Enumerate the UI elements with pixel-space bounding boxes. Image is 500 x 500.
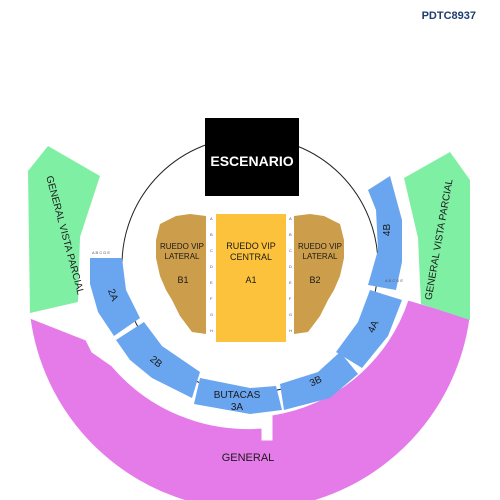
section-4a[interactable] xyxy=(336,290,402,368)
svg-text:G: G xyxy=(289,312,292,317)
ruedo-central-line2: CENTRAL xyxy=(230,252,272,262)
section-3a-label-line2: 3A xyxy=(231,402,244,413)
ruedo-lateral-right-line1: RUEDO VIP xyxy=(298,242,342,251)
general-label: GENERAL xyxy=(222,452,275,464)
svg-text:C: C xyxy=(289,248,292,253)
svg-text:G: G xyxy=(210,312,213,317)
section-3b-label: 3B xyxy=(308,374,324,389)
svg-text:H: H xyxy=(289,328,292,333)
section-3b[interactable] xyxy=(280,352,358,410)
stage-block xyxy=(205,118,299,196)
section-ruedo-vip-lateral-right[interactable] xyxy=(294,214,344,334)
section-general[interactable] xyxy=(29,299,471,500)
svg-text:E: E xyxy=(289,280,292,285)
section-ruedo-vip-central[interactable] xyxy=(216,214,286,342)
section-4b-label: 4B xyxy=(382,224,393,237)
section-4a-label: 4A xyxy=(366,319,381,335)
svg-text:F: F xyxy=(289,296,292,301)
ruedo-lateral-left-line2: LATERAL xyxy=(165,252,201,261)
svg-text:A: A xyxy=(210,216,213,221)
section-4b[interactable] xyxy=(368,176,402,290)
stage-label: ESCENARIO xyxy=(210,153,293,169)
ruedo-lateral-left-code: B1 xyxy=(177,275,188,285)
butacas-sections xyxy=(90,176,402,414)
section-general-vista-parcial-left[interactable] xyxy=(28,146,100,313)
svg-text:B: B xyxy=(289,232,292,237)
svg-text:D: D xyxy=(210,264,213,269)
section-3a-label-line1: BUTACAS xyxy=(214,390,261,401)
row-markers: A B C D E F G H A B C D E F G H A B C D E A B C D E xyxy=(92,216,403,333)
ruedo-central-code: A1 xyxy=(245,275,256,285)
section-2a-label: 2A xyxy=(105,288,120,304)
svg-text:C: C xyxy=(210,248,213,253)
svg-text:E: E xyxy=(210,280,213,285)
svg-text:B: B xyxy=(210,232,213,237)
section-3a[interactable] xyxy=(194,378,282,414)
svg-text:A B C D E: A B C D E xyxy=(92,250,110,255)
svg-text:F: F xyxy=(210,296,213,301)
svg-text:H: H xyxy=(210,328,213,333)
svg-text:A: A xyxy=(289,216,292,221)
section-ruedo-vip-lateral-left[interactable] xyxy=(156,214,206,334)
ruedo-lateral-right-code: B2 xyxy=(309,275,320,285)
section-2a[interactable] xyxy=(90,258,140,336)
svg-text:D: D xyxy=(289,264,292,269)
ruedo-lateral-right-line2: LATERAL xyxy=(303,252,339,261)
ruedo-central-line1: RUEDO VIP xyxy=(226,241,276,251)
svg-text:A B C D E: A B C D E xyxy=(385,278,403,283)
venue-code: PDTC8937 xyxy=(421,10,476,22)
section-2b[interactable] xyxy=(116,322,200,398)
ruedo-lateral-left-line1: RUEDO VIP xyxy=(160,242,204,251)
section-general-vista-parcial-right[interactable] xyxy=(404,152,470,320)
